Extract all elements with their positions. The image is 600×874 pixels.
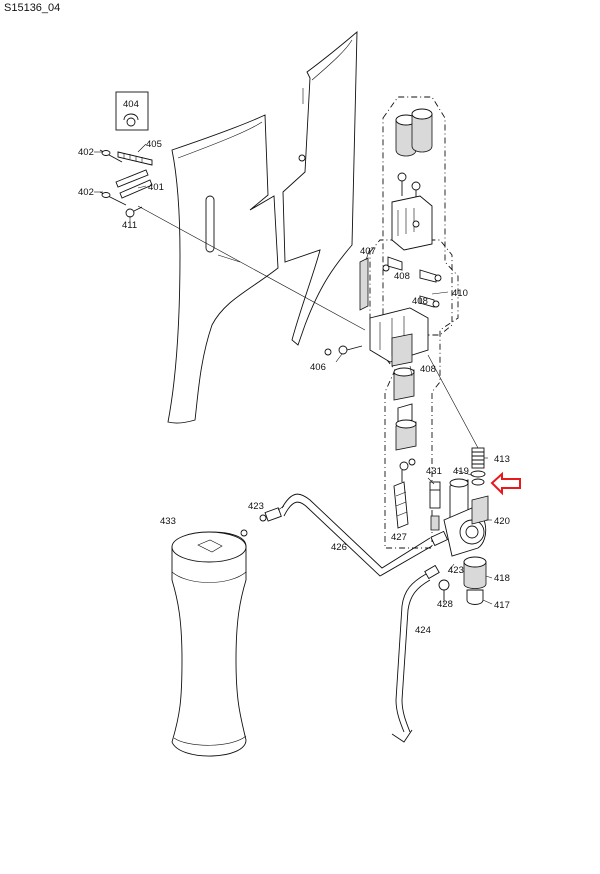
rear-cover-panel — [282, 31, 358, 346]
callout-402-lower: 402 — [78, 187, 94, 198]
part-431-bolt — [429, 481, 441, 531]
callout-408-a: 408 — [394, 271, 410, 282]
part-426-tube — [281, 493, 433, 577]
part-405-rod — [117, 151, 153, 166]
callout-411: 411 — [122, 220, 137, 231]
callout-413: 413 — [494, 454, 510, 465]
leader-block-to-pump — [427, 354, 479, 449]
callout-428: 428 — [437, 599, 453, 610]
callout-424: 424 — [415, 625, 431, 636]
part-427-nozzle — [393, 481, 409, 529]
part-423-lower-connector — [424, 530, 449, 580]
callout-427: 427 — [391, 532, 407, 543]
callout-423-lower: 423 — [448, 565, 464, 576]
part-413-spring — [471, 447, 485, 469]
part-402-lower-pin — [99, 191, 127, 206]
part-411-screw — [125, 206, 143, 218]
part-420-pump-body — [443, 478, 489, 557]
callout-404: 404 — [123, 99, 139, 110]
screws-upper — [397, 172, 421, 203]
arrow-left-icon — [490, 471, 521, 496]
part-408-fittings — [382, 256, 442, 308]
hose-segments — [393, 367, 417, 451]
front-cover-panel — [167, 114, 279, 424]
callout-406: 406 — [310, 362, 326, 373]
part-424-tube — [391, 573, 431, 743]
callout-419: 419 — [453, 466, 469, 477]
part-423-upper-connector — [259, 507, 282, 522]
callout-401: 401 — [148, 182, 164, 193]
part-406-screw — [324, 345, 363, 356]
valve-cartridges — [395, 108, 433, 157]
callout-426: 426 — [331, 542, 347, 553]
callout-420: 420 — [494, 516, 510, 527]
document-id: S15136_04 — [4, 2, 61, 14]
valve-block — [369, 307, 429, 367]
callout-labels: 404 405 402 401 402 411 407 408 410 408 … — [78, 99, 510, 636]
mounting-bracket — [391, 195, 433, 251]
callout-418: 418 — [494, 573, 510, 584]
callout-408-c: 408 — [420, 364, 436, 375]
small-connectors — [399, 458, 416, 482]
callout-402-upper: 402 — [78, 147, 94, 158]
leader-401-to-panel — [137, 205, 366, 331]
part-433-milk-container — [171, 529, 248, 757]
callout-417: 417 — [494, 600, 510, 611]
part-402-upper-pin — [99, 149, 123, 163]
part-417-cap — [466, 589, 484, 605]
callout-431: 431 — [426, 466, 442, 477]
callout-423-upper: 423 — [248, 501, 264, 512]
part-404-clip — [115, 91, 149, 131]
part-428-plug — [438, 579, 450, 600]
callout-433: 433 — [160, 516, 176, 527]
leader-lines — [94, 143, 493, 605]
part-419-o-ring — [470, 470, 486, 486]
callout-405: 405 — [146, 139, 162, 150]
callout-408-b: 408 — [412, 296, 428, 307]
part-418-filter — [463, 556, 487, 589]
callout-410: 410 — [452, 288, 468, 299]
part-401-rod — [115, 169, 153, 199]
part-407-plate — [359, 257, 369, 311]
callout-407: 407 — [360, 246, 376, 257]
